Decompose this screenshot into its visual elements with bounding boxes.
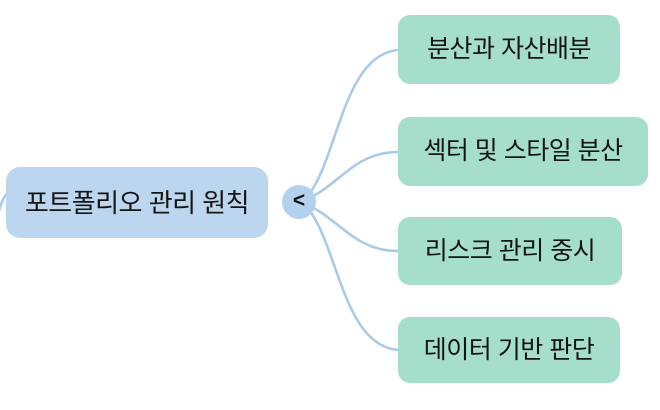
edge-to-child-1 (304, 48, 400, 200)
child-node-sector-style[interactable]: 섹터 및 스타일 분산 (398, 117, 648, 186)
collapse-chevron-icon: < (292, 188, 306, 212)
child-node-diversification[interactable]: 분산과 자산배분 (398, 15, 620, 84)
collapse-toggle-button[interactable]: < (282, 185, 316, 219)
child-node-risk-management[interactable]: 리스크 관리 중시 (398, 217, 622, 285)
child-node-label: 섹터 및 스타일 분산 (423, 137, 623, 165)
edge-to-child-4 (304, 204, 400, 352)
child-node-data-driven[interactable]: 데이터 기반 판단 (398, 317, 620, 383)
root-node[interactable]: 포트폴리오 관리 원칙 (6, 167, 268, 238)
child-node-label: 리스크 관리 중시 (424, 236, 596, 265)
edge-to-child-3 (306, 203, 400, 253)
child-node-label: 분산과 자산배분 (427, 35, 591, 63)
edge-to-child-2 (306, 150, 400, 201)
root-node-label: 포트폴리오 관리 원칙 (24, 187, 250, 218)
child-node-label: 데이터 기반 판단 (423, 335, 595, 364)
